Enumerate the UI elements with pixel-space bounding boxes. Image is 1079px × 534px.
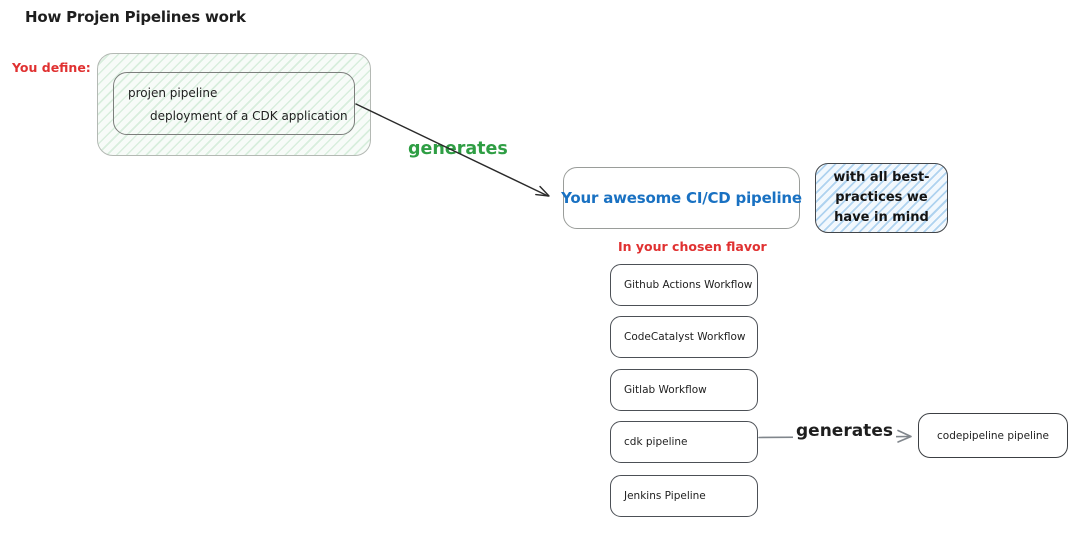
projen-definition-group (97, 53, 371, 156)
you-define-label: You define: (12, 60, 91, 75)
projen-pipeline-label: projen pipeline (128, 86, 218, 100)
cicd-pipeline-label: Your awesome CI/CD pipeline (561, 189, 802, 207)
cicd-pipeline-box: Your awesome CI/CD pipeline (561, 167, 802, 229)
generates-label-1: generates (408, 139, 508, 159)
projen-pipeline-box: projen pipeline deployment of a CDK appl… (113, 72, 355, 135)
flavor-box-jenkins: Jenkins Pipeline (610, 475, 758, 517)
page-title: How Projen Pipelines work (25, 8, 246, 26)
flavor-box-github-actions: Github Actions Workflow (610, 264, 758, 306)
arrow-2-head (897, 429, 912, 443)
cdk-deployment-label: deployment of a CDK application (150, 109, 348, 123)
flavor-box-codecatalyst: CodeCatalyst Workflow (610, 316, 758, 358)
flavor-box-gitlab: Gitlab Workflow (610, 369, 758, 411)
arrow-1-head (535, 185, 550, 197)
codepipeline-pipeline-box: codepipeline pipeline (918, 413, 1068, 458)
flavor-heading-label: In your chosen flavor (618, 239, 767, 254)
generates-label-2: generates (793, 421, 896, 441)
best-practices-note-box: with all best- practices we have in mind (815, 163, 948, 233)
flavor-box-cdk-pipeline: cdk pipeline (610, 421, 758, 463)
